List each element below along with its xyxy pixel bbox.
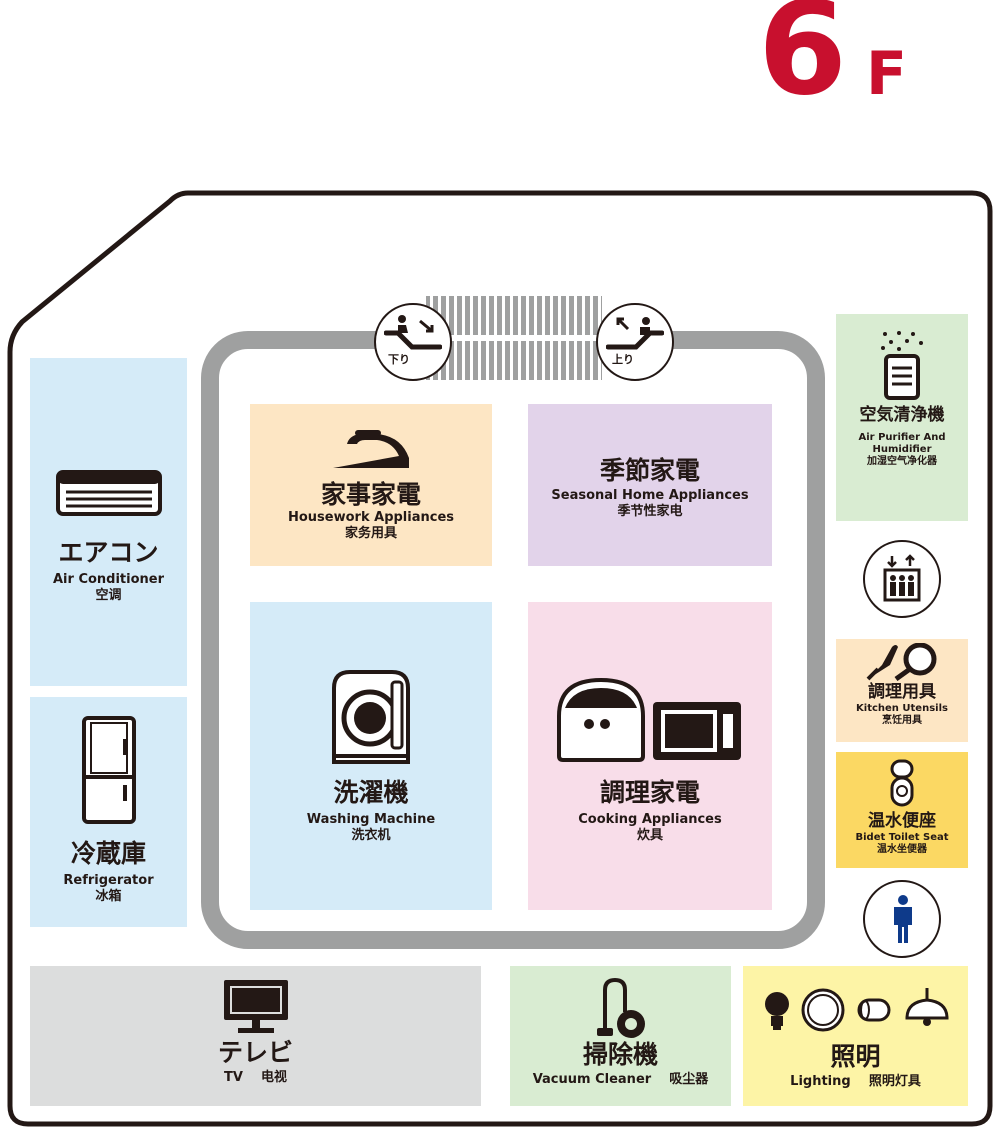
floor-number: 6 F <box>758 0 928 114</box>
escalator-slat <box>470 296 473 380</box>
zone-label-cn: 冰箱 <box>95 889 122 904</box>
escalator-down[interactable]: 下り <box>374 303 452 381</box>
zone-label-en-cn: Lighting 照明灯具 <box>790 1074 921 1090</box>
zone-label-jp: テレビ <box>217 1038 293 1067</box>
escalator-slat <box>518 296 521 380</box>
escalator-slat <box>454 296 457 380</box>
escalator-slat <box>502 296 505 380</box>
zone-label-en: TV <box>223 1070 243 1085</box>
zone-label-en: Lighting <box>790 1074 851 1089</box>
elevator-icon <box>883 554 921 602</box>
zone-label-cn: 烹饪用具 <box>882 715 922 726</box>
zone-label-en: Seasonal Home Appliances <box>551 488 749 503</box>
escalator-slat <box>486 296 489 380</box>
zone-label-cn: 空调 <box>95 588 122 603</box>
zone-label-en: Cooking Appliances <box>578 812 722 827</box>
escalator-slat <box>558 296 561 380</box>
zone-washing-machine[interactable]: 洗濯機 Washing Machine 洗衣机 <box>250 602 492 910</box>
zone-label-en-cn: TV 电视 <box>224 1070 287 1086</box>
zone-label-cn: 家务用具 <box>344 526 397 541</box>
elevator[interactable] <box>863 540 941 618</box>
zone-label-cn: 洗衣机 <box>351 828 391 843</box>
zone-label-jp: 家事家電 <box>320 480 421 509</box>
escalator-slat <box>590 296 593 380</box>
washing-machine-icon <box>332 670 410 764</box>
tv-icon <box>223 980 288 1033</box>
zone-label-en: Housework Appliances <box>287 510 455 525</box>
zone-label-jp: 空気清浄機 <box>859 405 945 425</box>
escalator-up-label: 上り <box>612 353 634 366</box>
mens-restroom-icon <box>894 895 912 943</box>
floor-number-letter: F <box>866 39 907 109</box>
zone-air-conditioner[interactable]: エアコン Air Conditioner 空调 <box>30 358 187 686</box>
zone-label-cn: 电视 <box>261 1070 288 1085</box>
zone-lighting[interactable]: 照明 Lighting 照明灯具 <box>743 966 968 1106</box>
zone-label-jp: 季節家電 <box>599 456 700 485</box>
zone-bidet-toilet-seat[interactable]: 温水便座 Bidet Toilet Seat 温水坐便器 <box>836 752 968 868</box>
zone-label-cn: 加湿空气净化器 <box>867 456 937 467</box>
zone-label-cn: 照明灯具 <box>868 1074 921 1089</box>
zone-label-jp: 冷蔵庫 <box>70 839 146 868</box>
escalator-slat <box>542 296 545 380</box>
escalator-slat <box>566 296 569 380</box>
zone-label-jp: 温水便座 <box>868 811 936 831</box>
zone-label-en: Bidet Toilet Seat <box>855 832 949 843</box>
refrigerator-icon <box>81 716 136 824</box>
rice-cooker-microwave-icon <box>557 677 741 762</box>
air-conditioner-icon <box>55 470 162 516</box>
zone-label-cn: 季节性家电 <box>617 504 683 519</box>
zone-seasonal-appliances[interactable]: 季節家電 Seasonal Home Appliances 季节性家电 <box>528 404 772 566</box>
air-purifier-icon <box>881 331 923 400</box>
escalator-slat <box>494 296 497 380</box>
escalator-up-icon <box>606 317 664 350</box>
escalator-slat <box>526 296 529 380</box>
zone-label-jp: 洗濯機 <box>333 778 409 807</box>
lighting-icon <box>764 988 949 1032</box>
zone-air-purifier[interactable]: 空気清浄機 Air Purifier And Humidifier 加湿空气净化… <box>836 314 968 521</box>
zone-label-jp: 照明 <box>830 1042 881 1071</box>
zone-label-cn: 炊具 <box>636 828 663 843</box>
zone-housework-appliances[interactable]: 家事家電 Housework Appliances 家务用具 <box>250 404 492 566</box>
zone-vacuum-cleaner[interactable]: 掃除機 Vacuum Cleaner 吸尘器 <box>510 966 731 1106</box>
zone-kitchen-utensils[interactable]: 調理用具 Kitchen Utensils 烹饪用具 <box>836 639 968 742</box>
escalator-slat <box>582 296 585 380</box>
zone-label-en-cn: Vacuum Cleaner 吸尘器 <box>533 1072 709 1088</box>
escalator-slat <box>510 296 513 380</box>
escalator-down-label: 下り <box>388 353 410 366</box>
zone-label-en: Air Purifier And Humidifier <box>858 432 946 455</box>
zone-label-jp: 調理用具 <box>868 682 936 702</box>
escalator-slat <box>462 296 465 380</box>
escalator-up[interactable]: 上り <box>596 303 674 381</box>
escalator-slat <box>534 296 537 380</box>
escalator-slat <box>574 296 577 380</box>
iron-icon <box>333 430 409 468</box>
zone-label-en: Vacuum Cleaner <box>532 1072 652 1087</box>
toilet-icon <box>890 759 914 807</box>
floor-number-digit: 6 <box>758 0 848 124</box>
zone-label-en: Washing Machine <box>306 812 436 827</box>
escalator-slat <box>550 296 553 380</box>
zone-label-en: Kitchen Utensils <box>856 703 948 714</box>
zone-cooking-appliances[interactable]: 調理家電 Cooking Appliances 炊具 <box>528 602 772 910</box>
knife-pan-icon <box>866 643 937 681</box>
zone-label-jp: 掃除機 <box>582 1040 658 1069</box>
escalator-slat <box>478 296 481 380</box>
zone-label-cn: 温水坐便器 <box>877 844 927 855</box>
zone-label-jp: エアコン <box>58 538 159 567</box>
escalator-down-icon <box>384 315 442 350</box>
escalator-grille <box>426 296 602 380</box>
zone-label-en: Air Conditioner <box>52 572 165 587</box>
zone-refrigerator[interactable]: 冷蔵庫 Refrigerator 冰箱 <box>30 697 187 927</box>
mens-restroom[interactable] <box>863 880 941 958</box>
vacuum-icon <box>596 977 645 1038</box>
zone-label-cn: 吸尘器 <box>669 1072 709 1087</box>
zone-tv[interactable]: テレビ TV 电视 <box>30 966 481 1106</box>
zone-label-en: Refrigerator <box>63 873 154 888</box>
zone-label-jp: 調理家電 <box>599 778 700 807</box>
